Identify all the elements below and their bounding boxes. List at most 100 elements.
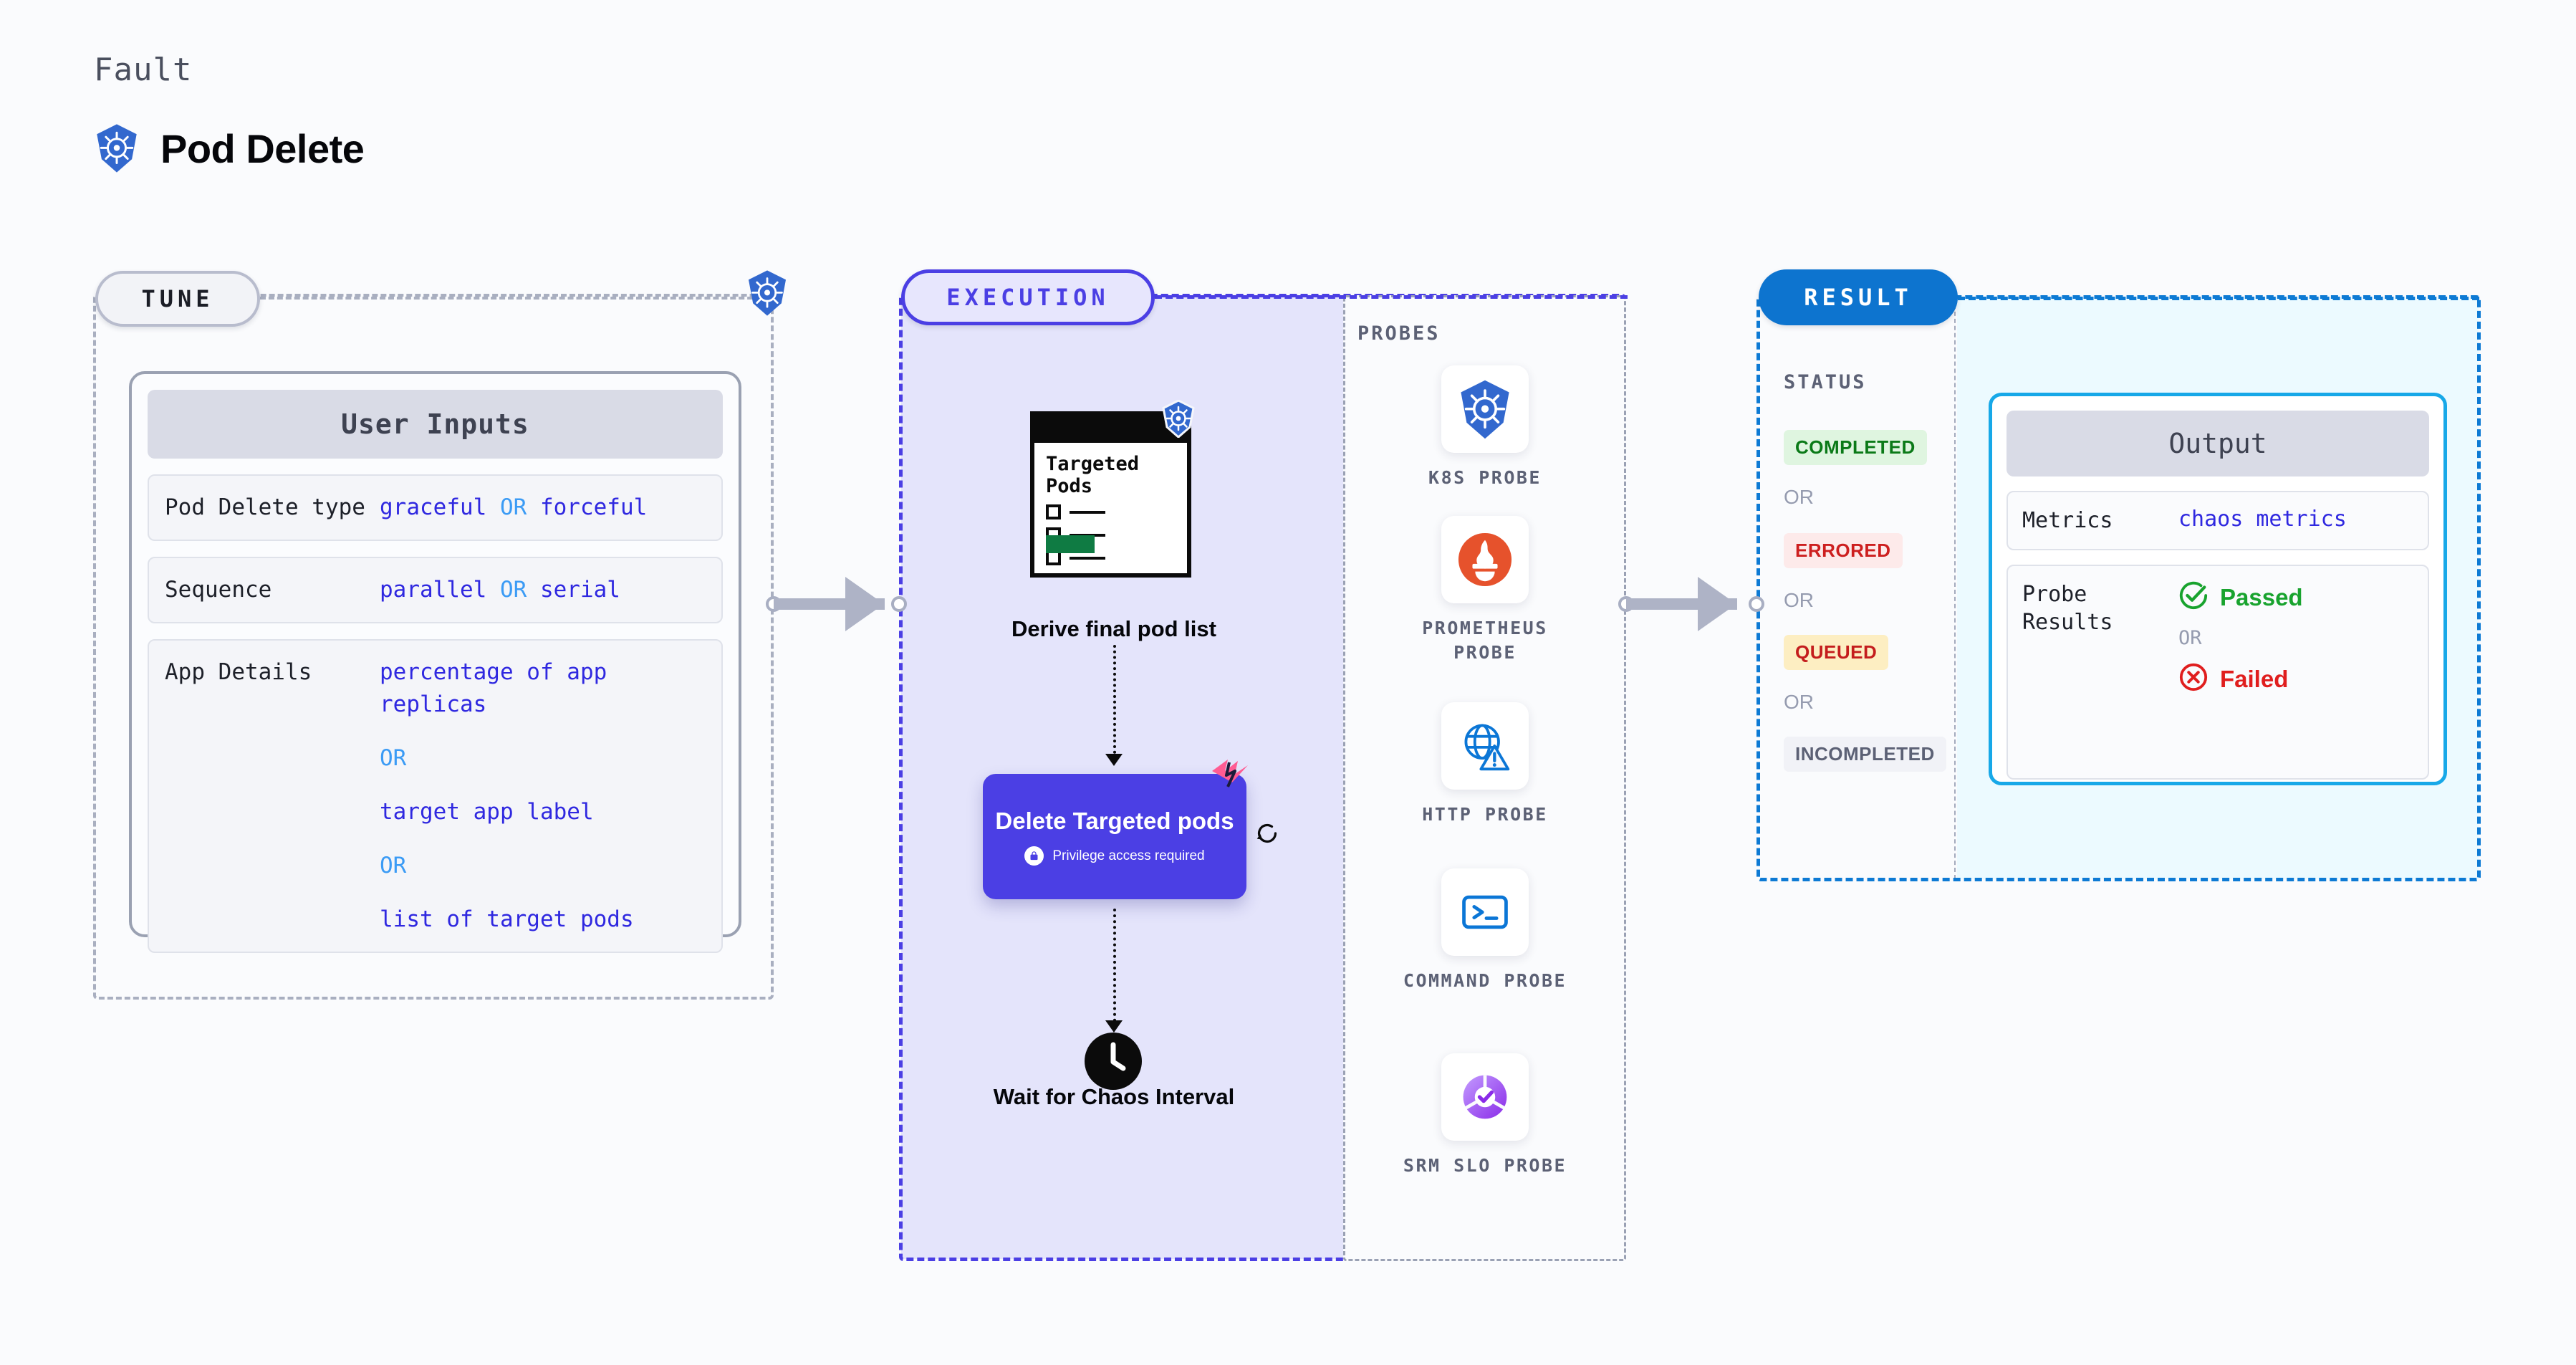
- execution-top-dashed-line: [1155, 295, 1628, 299]
- output-row-metrics[interactable]: Metrics chaos metrics: [2007, 491, 2429, 550]
- input-value: parallel OR serial: [380, 574, 620, 606]
- value-option: target app label: [380, 798, 594, 825]
- value-option: list of target pods: [380, 906, 634, 932]
- probe-label: PROMETHEUS PROBE: [1422, 618, 1548, 663]
- or-separator: OR: [1784, 691, 1814, 713]
- selection-bar: [1046, 535, 1095, 553]
- probe-k8s[interactable]: K8S PROBE: [1403, 365, 1567, 490]
- input-key: Sequence: [165, 576, 272, 603]
- result-status-panel: [1759, 297, 1956, 879]
- targeted-pods-title: Targeted Pods: [1046, 453, 1140, 498]
- checkbox-icon: [1046, 504, 1061, 519]
- probe-results-values: Passed OR Failed: [2178, 580, 2303, 709]
- probe-label: SRM SLO PROBE: [1403, 1155, 1567, 1176]
- status-badge-errored: ERRORED: [1784, 533, 1903, 568]
- probes-title: PROBES: [1357, 322, 1441, 345]
- or-separator: OR: [499, 494, 527, 520]
- or-separator: OR: [380, 852, 407, 878]
- prometheus-icon: [1441, 516, 1529, 603]
- list-line: [1070, 510, 1105, 514]
- srm-slo-icon: [1441, 1053, 1529, 1141]
- result-top-dashed-line: [1958, 297, 2479, 300]
- probe-label: HTTP PROBE: [1422, 804, 1548, 825]
- targeted-pods-body: Targeted Pods: [1030, 411, 1191, 578]
- value-option: graceful: [380, 494, 487, 520]
- kubernetes-icon: [1160, 399, 1196, 441]
- failed-label: Failed: [2220, 665, 2289, 692]
- value-option: serial: [539, 576, 620, 603]
- fault-kicker: Fault: [94, 52, 193, 88]
- clock-icon: [1084, 1032, 1143, 1094]
- flow-line-delete-to-wait: [1113, 909, 1116, 1022]
- privilege-note: Privilege access required: [1024, 846, 1205, 866]
- or-separator: OR: [380, 744, 407, 771]
- input-row-pod-delete-type[interactable]: Pod Delete type graceful OR forceful: [148, 474, 723, 541]
- connector-end-dot: [891, 596, 907, 612]
- probe-prometheus[interactable]: PROMETHEUS PROBE: [1403, 516, 1567, 665]
- or-separator: OR: [1784, 486, 1814, 508]
- connector-end-dot: [1749, 596, 1764, 612]
- retry-loop-icon[interactable]: [1252, 818, 1282, 852]
- derive-pod-list-label: Derive final pod list: [1011, 616, 1216, 641]
- lock-icon: [1024, 846, 1044, 866]
- output-key: Probe Results: [2022, 582, 2113, 635]
- or-separator: OR: [1784, 589, 1814, 611]
- tune-stage-pill[interactable]: TUNE: [95, 271, 260, 327]
- output-card: Output Metrics chaos metrics Probe Resul…: [1989, 393, 2447, 785]
- chaos-flag-icon: [1211, 758, 1249, 799]
- flow-arrowhead: [1105, 754, 1123, 766]
- status-badge-queued: QUEUED: [1784, 635, 1889, 670]
- kubernetes-icon: [745, 269, 789, 320]
- probe-srm-slo[interactable]: SRM SLO PROBE: [1403, 1053, 1567, 1178]
- status-badge-incompleted: INCOMPLETED: [1784, 737, 1946, 772]
- probe-result-failed: Failed: [2178, 662, 2303, 696]
- output-value: chaos metrics: [2178, 507, 2347, 532]
- user-inputs-title: User Inputs: [148, 390, 723, 459]
- flow-arrowhead: [1105, 1020, 1123, 1033]
- x-circle-icon: [2178, 662, 2209, 696]
- kubernetes-icon: [1441, 365, 1529, 453]
- status-title: STATUS: [1784, 371, 1867, 393]
- card-titlebar: [1034, 416, 1187, 443]
- result-stage-pill[interactable]: RESULT: [1759, 269, 1958, 325]
- delete-targeted-pods-node[interactable]: Delete Targeted pods Privilege access re…: [983, 774, 1246, 899]
- output-title: Output: [2007, 411, 2429, 476]
- list-item: [1046, 504, 1105, 519]
- probe-command[interactable]: COMMAND PROBE: [1403, 868, 1567, 993]
- list-line: [1070, 556, 1105, 560]
- connector-arrowhead: [845, 577, 884, 631]
- value-option: parallel: [380, 576, 487, 603]
- probe-label: K8S PROBE: [1428, 467, 1542, 488]
- flow-line-derive-to-delete: [1113, 645, 1116, 754]
- probe-result-passed: Passed: [2178, 580, 2303, 614]
- probe-http[interactable]: HTTP PROBE: [1403, 702, 1567, 827]
- fault-title-row: Pod Delete: [93, 123, 365, 173]
- execution-stage-pill[interactable]: EXECUTION: [901, 269, 1155, 325]
- privilege-text: Privilege access required: [1052, 848, 1205, 863]
- input-value: graceful OR forceful: [380, 492, 647, 524]
- passed-label: Passed: [2220, 583, 2303, 610]
- kubernetes-icon: [93, 123, 140, 173]
- output-row-probe-results[interactable]: Probe Results Passed OR: [2007, 565, 2429, 780]
- globe-warning-icon: [1441, 702, 1529, 790]
- input-value: percentage of app replicas OR target app…: [380, 656, 706, 936]
- node-title: Delete Targeted pods: [995, 807, 1234, 834]
- user-inputs-card: User Inputs Pod Delete type graceful OR …: [129, 371, 741, 953]
- input-row-app-details[interactable]: App Details percentage of app replicas O…: [148, 638, 723, 953]
- or-separator: OR: [499, 576, 527, 603]
- output-key: Metrics: [2022, 508, 2113, 533]
- check-circle-icon: [2178, 580, 2209, 614]
- input-row-sequence[interactable]: Sequence parallel OR serial: [148, 556, 723, 623]
- input-key: App Details: [165, 658, 312, 685]
- tune-section-boundary: [93, 294, 774, 1000]
- probe-label: COMMAND PROBE: [1403, 970, 1567, 991]
- terminal-icon: [1441, 868, 1529, 956]
- connector-arrowhead: [1698, 577, 1736, 631]
- tune-top-dashed-line: [260, 297, 770, 300]
- status-badge-completed: COMPLETED: [1784, 430, 1927, 465]
- targeted-pods-card: Targeted Pods: [1030, 411, 1191, 578]
- list-line: [1070, 533, 1105, 537]
- input-key: Pod Delete type: [165, 494, 365, 520]
- value-option: forceful: [539, 494, 648, 520]
